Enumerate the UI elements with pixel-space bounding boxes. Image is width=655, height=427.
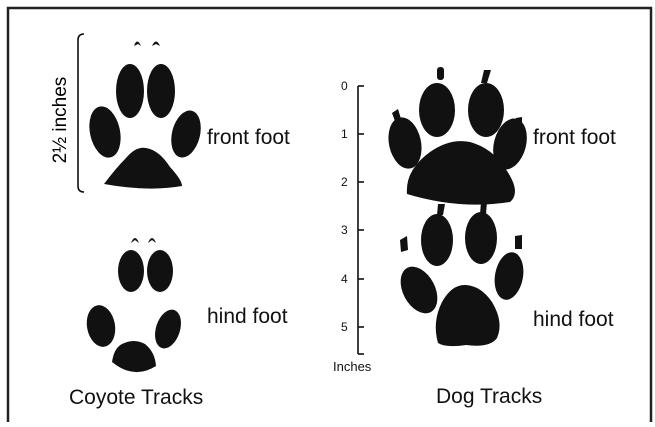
claw-mark xyxy=(148,238,156,243)
inch-scale xyxy=(357,85,364,355)
scale-tick-label: 5 xyxy=(341,320,348,334)
coyote-measurement-label: 2½ inches xyxy=(50,76,71,164)
scale-tick-label: 1 xyxy=(341,127,348,141)
claw-mark xyxy=(134,41,141,46)
claw-mark xyxy=(400,236,408,252)
dog-tracks-title: Dog Tracks xyxy=(436,385,543,408)
dog-hind-foot-label: hind foot xyxy=(533,308,614,331)
scale-tick-label: 4 xyxy=(341,272,348,286)
claw-mark xyxy=(131,238,139,243)
coyote-hind-paw-print xyxy=(86,238,181,373)
toe-pad xyxy=(89,106,121,158)
scale-unit-label: Inches xyxy=(333,359,372,374)
coyote-front-foot-label: front foot xyxy=(207,126,290,149)
claw-mark xyxy=(437,67,444,80)
heel-pad xyxy=(104,147,182,189)
coyote-front-paw-print xyxy=(89,41,201,189)
coyote-measurement-label-wrap: 2½ inches xyxy=(50,60,71,180)
toe-pad xyxy=(493,118,527,170)
claw-mark xyxy=(437,204,445,215)
scale-tick-label: 2 xyxy=(341,175,348,189)
toe-pad xyxy=(465,212,497,264)
toe-pad xyxy=(86,305,116,347)
heel-pad xyxy=(406,141,515,205)
figure-border xyxy=(6,6,653,422)
toe-pad xyxy=(494,252,524,300)
dog-front-foot-label: front foot xyxy=(533,126,616,149)
coyote-hind-foot-label: hind foot xyxy=(207,305,288,328)
toe-pad xyxy=(147,250,173,292)
toe-pad xyxy=(419,83,455,137)
dog-front-paw-print xyxy=(388,67,527,205)
heel-pad xyxy=(112,341,156,373)
toe-pad xyxy=(171,110,201,158)
toe-pad xyxy=(468,83,504,137)
toe-pad xyxy=(400,266,438,314)
coyote-tracks-title: Coyote Tracks xyxy=(69,386,204,409)
toe-pad xyxy=(116,64,144,118)
claw-mark xyxy=(480,202,487,214)
toe-pad xyxy=(155,309,181,349)
claw-mark xyxy=(515,235,522,249)
measurement-bracket xyxy=(77,33,85,193)
scale-tick-label: 0 xyxy=(341,79,348,93)
toe-pad xyxy=(118,250,144,292)
toe-pad xyxy=(147,64,175,118)
heel-pad xyxy=(435,284,500,347)
dog-hind-paw-print xyxy=(400,202,524,347)
claw-mark xyxy=(481,70,491,83)
claw-mark xyxy=(152,41,160,46)
toe-pad xyxy=(421,214,453,266)
toe-pad xyxy=(388,117,422,169)
scale-tick-label: 3 xyxy=(341,223,348,237)
